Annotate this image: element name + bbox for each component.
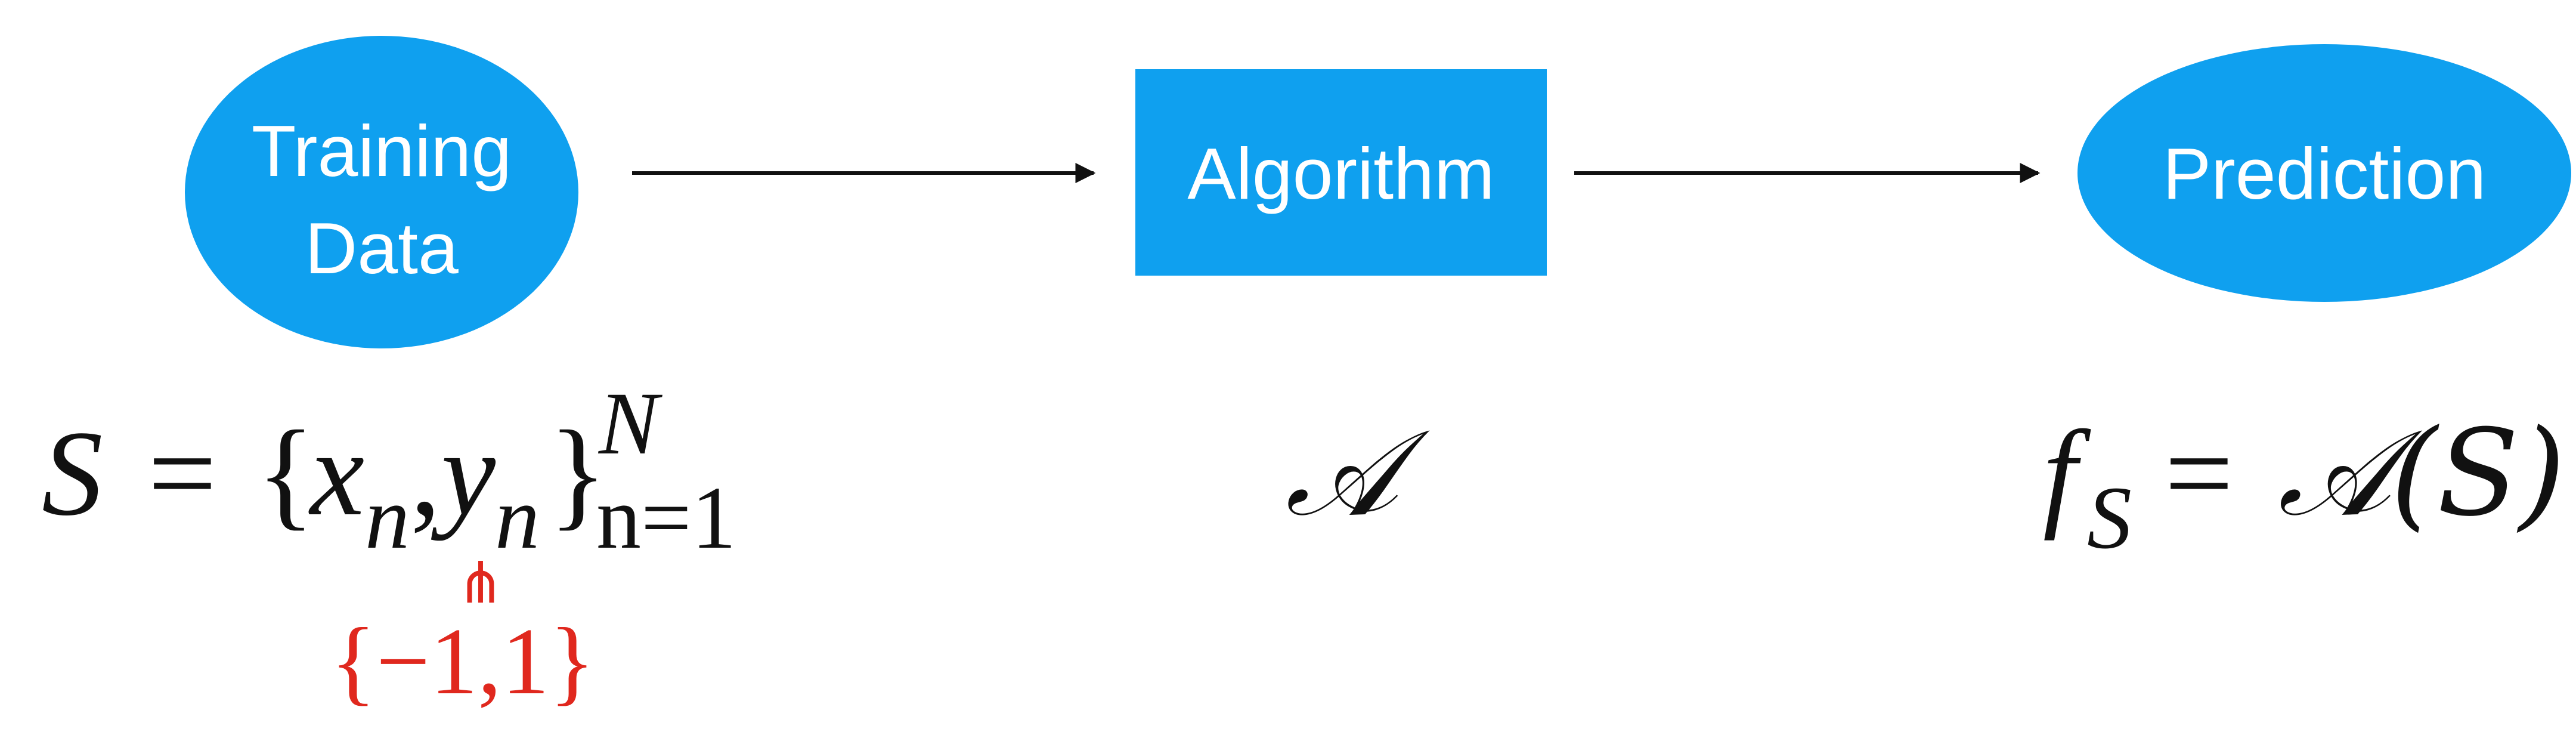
dataset-open-brace: { [256,406,315,541]
prediction-formula: f S = 𝒜(S) [2043,404,2565,567]
dataset-close-brace: } [549,406,607,541]
prediction-ellipse [2077,44,2571,302]
label-set: {−1,1} [330,608,595,714]
dataset-subscript: n=1 [596,468,736,567]
label-pitchfork-symbol: ⋔ [457,551,504,615]
training-data-label-line1: Training [252,110,512,192]
prediction-rhs: 𝒜(S) [2278,404,2565,543]
prediction-f-sub: S [2087,468,2132,567]
dataset-formula: S = { x n , y n } N n=1 [42,374,736,567]
dataset-equals: = [148,406,217,541]
prediction-label: Prediction [2163,133,2487,214]
dataset-x: x [308,406,364,541]
prediction-equals: = [2165,406,2234,541]
prediction-f: f [2043,406,2091,541]
algorithm-node: Algorithm [1135,69,1547,276]
dataset-superscript: N [597,374,662,473]
label-constraint: ⋔ {−1,1} [330,551,595,714]
dataset-x-sub: n [365,468,410,567]
dataset-y: y [431,406,496,541]
training-data-node: Training Data [185,36,578,348]
algorithm-label: Algorithm [1187,133,1494,214]
training-data-ellipse [185,36,578,348]
algorithm-box [1135,69,1547,276]
dataset-comma: , [410,406,441,541]
prediction-node: Prediction [2077,44,2571,302]
algorithm-symbol: 𝒜 [1285,404,1430,543]
training-data-label-line2: Data [305,208,459,289]
dataset-y-sub: n [495,468,540,567]
dataset-lhs: S [42,406,103,541]
